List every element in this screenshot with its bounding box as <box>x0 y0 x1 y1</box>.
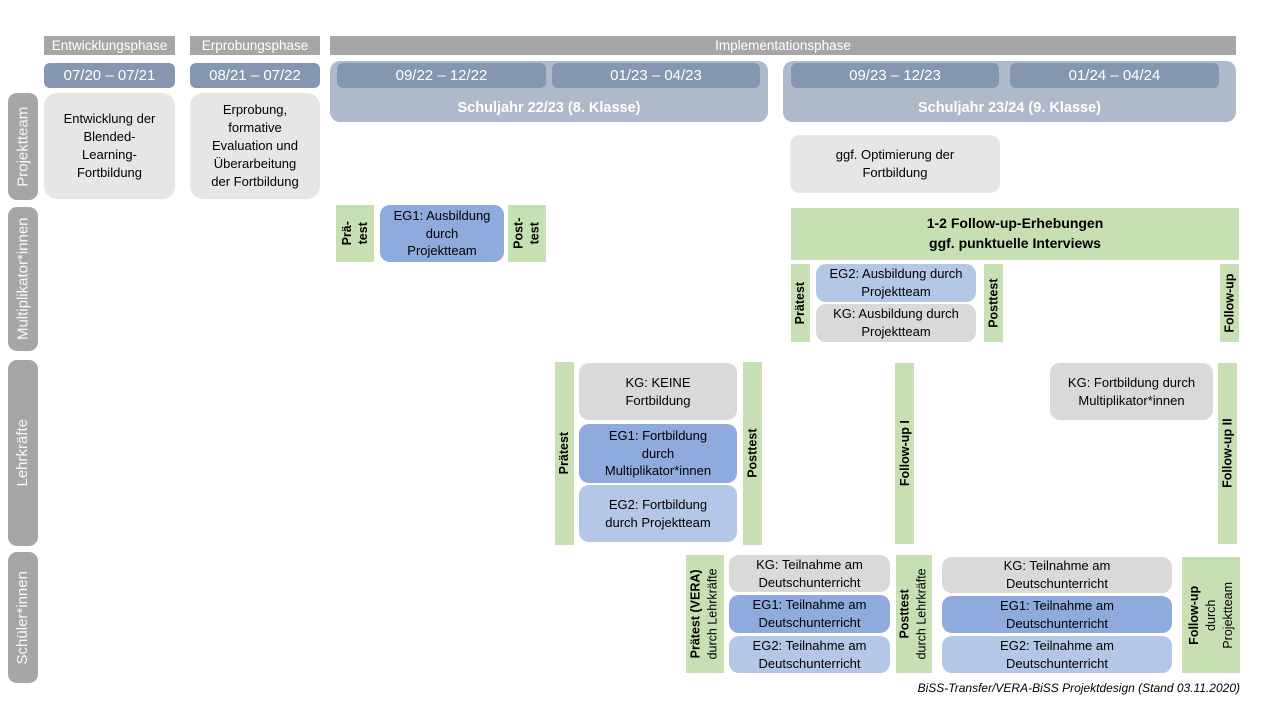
row-label-multiplikatoren-text: Multiplikator*innen <box>14 217 32 341</box>
box-eg1-fortbildung-multiplikatoren: EG1: Fortbildung durch Multiplikator*inn… <box>579 424 737 483</box>
marker-praetest-lehrkraefte-text: Prätest <box>557 432 572 475</box>
marker-followup-multiplikatoren-text: Follow-up <box>1222 273 1237 333</box>
date-range-0821-0722: 08/21 – 07/22 <box>190 63 320 88</box>
followup-schueler-title: Follow-up <box>1186 585 1201 645</box>
box-kg-teilnahme-deutschunterricht-1: KG: Teilnahme am Deutschunterricht <box>729 555 890 592</box>
marker-followup-2-lehrkraefte-text: Follow-up II <box>1220 418 1235 489</box>
marker-posttest-lehrkraefte: Posttest <box>743 362 762 545</box>
schoolyear-label-22-23: Schuljahr 22/23 (8. Klasse) <box>457 100 641 116</box>
followup-schueler-durch: durch <box>1203 599 1218 631</box>
marker-praetest-multiplikatoren-1: Prä- test <box>336 205 374 262</box>
box-eg2-fortbildung-projektteam: EG2: Fortbildung durch Projektteam <box>579 485 737 542</box>
box-eg1-teilnahme-deutschunterricht-1: EG1: Teilnahme am Deutschunterricht <box>729 595 890 633</box>
date-range-0923-1223: 09/23 – 12/23 <box>791 63 999 88</box>
box-eg1-ausbildung-projektteam: EG1: Ausbildung durch Projektteam <box>380 205 504 262</box>
box-kg-keine-fortbildung: KG: KEINE Fortbildung <box>579 363 737 420</box>
box-kg-fortbildung-multiplikatoren: KG: Fortbildung durch Multiplikator*inne… <box>1050 363 1213 420</box>
marker-followup-1-lehrkraefte-text: Follow-up I <box>897 420 912 487</box>
marker-praetest-lehrkraefte: Prätest <box>555 362 574 545</box>
marker-posttest-multiplikatoren-1: Post- test <box>508 205 546 262</box>
date-range-0123-0423: 01/23 – 04/23 <box>552 63 760 88</box>
posttest-schueler-subtitle: durch Lehrkräfte <box>915 568 929 660</box>
followup-schueler-projektteam: Projektteam <box>1220 581 1235 649</box>
box-eg2-teilnahme-deutschunterricht-2: EG2: Teilnahme am Deutschunterricht <box>942 636 1172 673</box>
marker-followup-multiplikatoren: Follow-up <box>1220 264 1239 342</box>
row-label-schueler-text: Schüler*innen <box>14 570 32 665</box>
marker-posttest-lehrkraefte-text: Posttest <box>745 428 760 479</box>
praetest-vera-title: Prätest (VERA) <box>689 569 704 659</box>
marker-followup-schueler: Follow-up durch Projektteam <box>1182 557 1240 673</box>
box-kg-ausbildung-projektteam: KG: Ausbildung durch Projektteam <box>816 304 976 342</box>
marker-posttest-multiplikatoren-1-text: Post- test <box>511 217 542 250</box>
posttest-schueler-title: Posttest <box>898 589 913 639</box>
phase-bar-entwicklungsphase: Entwicklungsphase <box>44 36 175 55</box>
marker-praetest-multiplikatoren-2: Prätest <box>791 264 810 342</box>
date-range-0124-0424: 01/24 – 04/24 <box>1010 63 1219 88</box>
marker-praetest-vera-schueler: Prätest (VERA) durch Lehrkräfte <box>686 555 724 673</box>
marker-praetest-multiplikatoren-2-text: Prätest <box>793 281 808 325</box>
marker-followup-schueler-text: Follow-up durch Projektteam <box>1186 582 1237 649</box>
box-followup-erhebungen-interviews: 1-2 Follow-up-Erhebungen ggf. punktuelle… <box>791 208 1239 260</box>
phase-bar-erprobungsphase: Erprobungsphase <box>190 36 320 55</box>
box-eg2-ausbildung-projektteam: EG2: Ausbildung durch Projektteam <box>816 264 976 302</box>
marker-followup-2-lehrkraefte: Follow-up II <box>1218 363 1237 544</box>
marker-posttest-schueler-text: Posttest durch Lehrkräfte <box>897 568 931 659</box>
row-label-projektteam: Projektteam <box>8 93 38 200</box>
box-optimierung-fortbildung: ggf. Optimierung der Fortbildung <box>790 135 1000 193</box>
row-label-lehrkraefte: Lehrkräfte <box>8 360 38 546</box>
date-range-0922-1222: 09/22 – 12/22 <box>337 63 546 88</box>
schoolyear-label-23-24: Schuljahr 23/24 (9. Klasse) <box>918 100 1101 116</box>
row-label-projektteam-text: Projektteam <box>14 106 32 187</box>
row-label-lehrkraefte-text: Lehrkräfte <box>14 419 32 487</box>
box-eg2-teilnahme-deutschunterricht-1: EG2: Teilnahme am Deutschunterricht <box>729 636 890 673</box>
box-kg-teilnahme-deutschunterricht-2: KG: Teilnahme am Deutschunterricht <box>942 557 1172 593</box>
marker-followup-1-lehrkraefte: Follow-up I <box>895 363 914 544</box>
footer-caption: BiSS-Transfer/VERA-BiSS Projektdesign (S… <box>917 681 1240 695</box>
marker-posttest-multiplikatoren-2: Posttest <box>984 264 1003 342</box>
box-erprobung-evaluation: Erprobung, formative Evaluation und Über… <box>190 93 320 199</box>
row-label-multiplikatoren: Multiplikator*innen <box>8 207 38 351</box>
marker-praetest-vera-schueler-text: Prätest (VERA) durch Lehrkräfte <box>688 568 722 659</box>
marker-praetest-multiplikatoren-1-text: Prä- test <box>339 221 370 246</box>
date-range-0720-0721: 07/20 – 07/21 <box>44 63 175 88</box>
row-label-schueler: Schüler*innen <box>8 552 38 683</box>
box-eg1-teilnahme-deutschunterricht-2: EG1: Teilnahme am Deutschunterricht <box>942 596 1172 633</box>
marker-posttest-schueler: Posttest durch Lehrkräfte <box>896 555 932 673</box>
marker-posttest-multiplikatoren-2-text: Posttest <box>986 278 1001 328</box>
praetest-vera-subtitle: durch Lehrkräfte <box>706 568 720 660</box>
box-entwicklung-fortbildung: Entwicklung der Blended- Learning- Fortb… <box>44 93 175 199</box>
phase-bar-implementationsphase: Implementationsphase <box>330 36 1236 55</box>
